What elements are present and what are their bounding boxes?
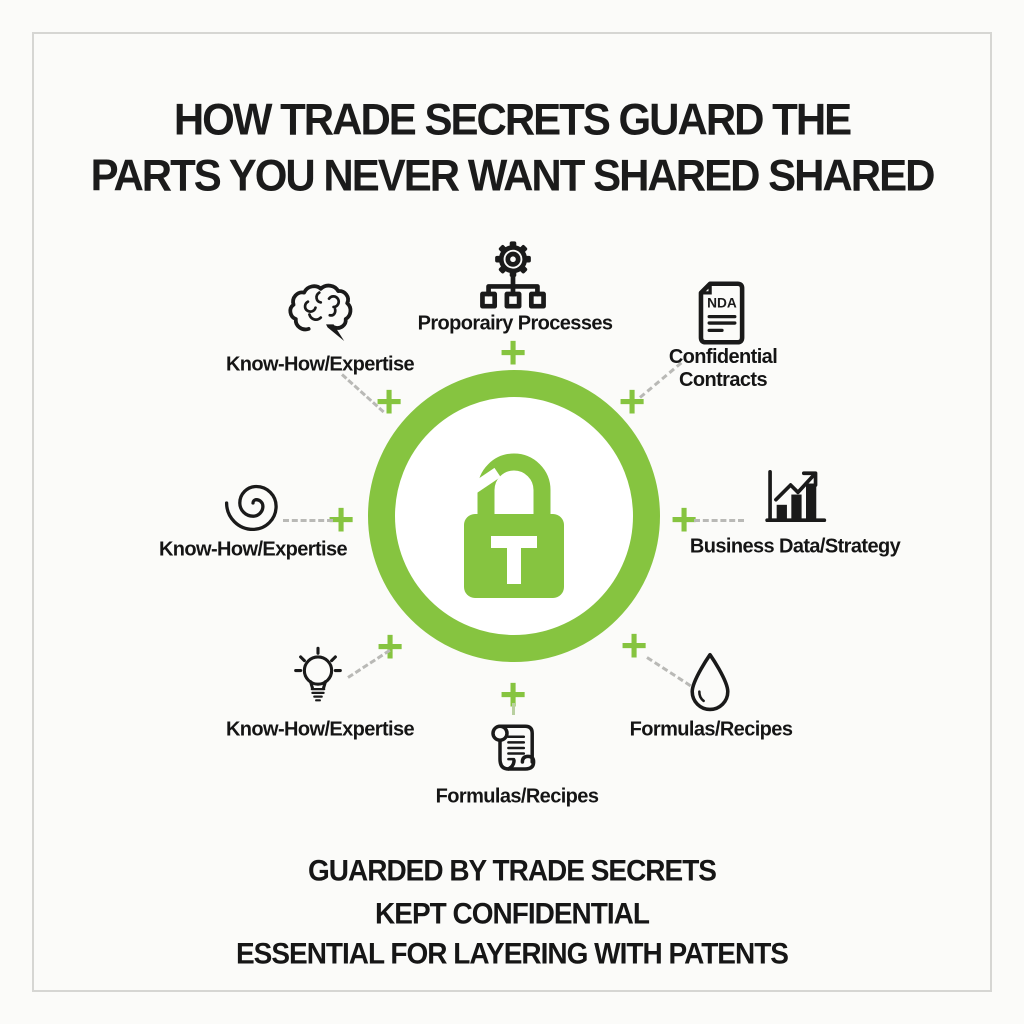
nda-document-icon: NDA <box>698 281 745 345</box>
padlock-icon: T <box>464 453 564 598</box>
droplet-icon <box>690 652 730 712</box>
title-line-2: PARTS YOU NEVER WANT SHARED SHARED <box>90 150 936 200</box>
plus-icon: + <box>620 619 648 671</box>
bar-chart-icon <box>765 469 827 523</box>
item-label-know-how-bulb: Know-How/Expertise <box>225 718 415 741</box>
footer-line-confidential: KEPT CONFIDENTIAL <box>375 897 650 930</box>
gear-hierarchy-icon <box>480 241 546 309</box>
item-label-proprietary-processes: Proporairy Processes <box>417 312 613 335</box>
footer-line-guarded: GUARDED BY TRADE SECRETS <box>308 854 717 887</box>
item-label-know-how-spiral: Know-How/Expertise <box>158 538 348 561</box>
footer-line-layering: ESSENTIAL FOR LAYERING WITH PATENTS <box>235 937 789 970</box>
item-label-know-how-brain: Know-How/Expertise <box>225 353 415 376</box>
plus-icon: + <box>375 375 403 427</box>
border-frame <box>32 32 992 992</box>
item-label-formulas-droplet: Formulas/Recipes <box>629 718 793 741</box>
page-title: HOW TRADE SECRETS GUARD THE PARTS YOU NE… <box>0 91 1024 203</box>
nda-doc-text: NDA <box>707 296 737 311</box>
lightbulb-icon <box>294 646 342 702</box>
plus-icon: + <box>618 375 646 427</box>
connector-dash <box>283 519 333 522</box>
item-label-business-data: Business Data/Strategy <box>689 535 901 558</box>
plus-icon: + <box>376 620 404 672</box>
scroll-icon <box>491 724 536 771</box>
plus-icon: + <box>670 493 698 545</box>
title-line-1: HOW TRADE SECRETS GUARD THE <box>173 94 852 144</box>
plus-icon: + <box>499 326 527 378</box>
item-label-formulas-scroll: Formulas/Recipes <box>435 785 599 808</box>
item-label-confidential-contracts: Confidential Contracts <box>668 346 778 391</box>
connector-dash <box>694 519 744 522</box>
brain-icon <box>288 283 353 341</box>
connector-dash <box>512 703 515 715</box>
spiral-icon <box>224 484 278 532</box>
